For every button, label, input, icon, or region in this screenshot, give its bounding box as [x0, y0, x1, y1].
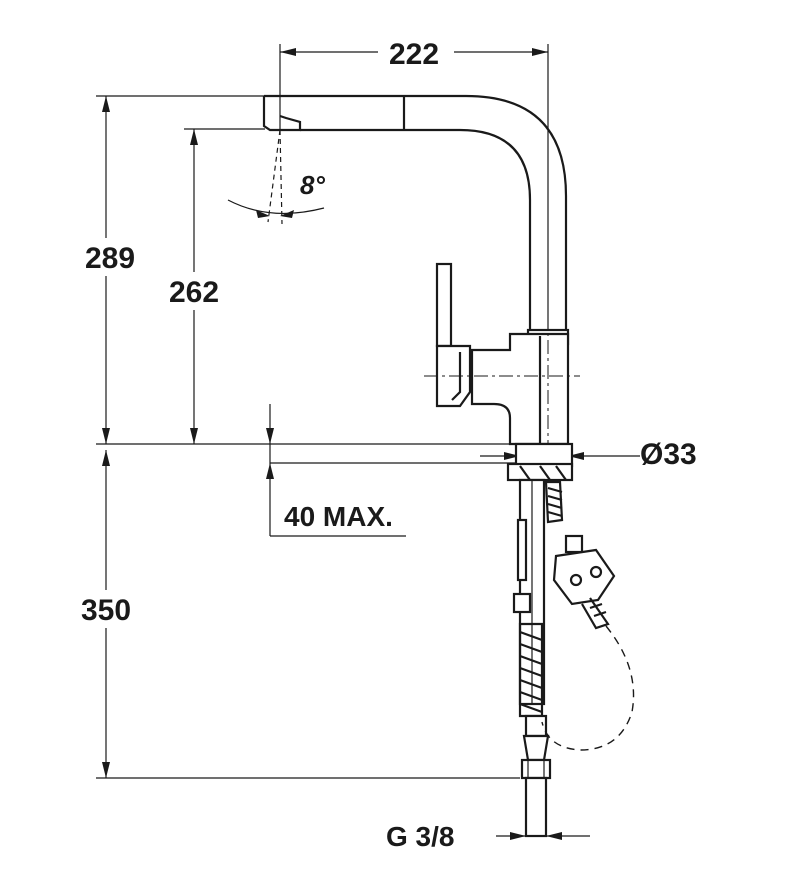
- hose-length-label: 350: [81, 594, 131, 627]
- height-289-label: 289: [85, 242, 135, 275]
- connection-thread-dimension: G 3/8: [386, 821, 590, 852]
- swivel-angle-label: 8°: [300, 170, 325, 200]
- reach-label: 222: [389, 38, 439, 71]
- deck-thickness-label: 40 MAX.: [284, 501, 393, 532]
- mounting-nut: [506, 442, 574, 482]
- height-289-dimension: 289: [78, 95, 270, 444]
- hose-loop-dashed: [541, 625, 635, 751]
- faucet-body: [262, 94, 570, 446]
- height-262-label: 262: [169, 276, 219, 309]
- hole-diameter-dimension: Ø33: [480, 438, 697, 471]
- deck-thickness-dimension: 40 MAX.: [266, 404, 406, 537]
- hose-length-dimension: 350: [74, 450, 520, 779]
- swivel-angle: 8°: [227, 129, 325, 225]
- threaded-shank: [512, 478, 546, 706]
- counterweight: [552, 534, 616, 630]
- flexible-hose: [518, 480, 564, 838]
- reach-dimension: 222: [279, 30, 549, 335]
- height-262-dimension: 262: [160, 128, 265, 444]
- connection-thread-label: G 3/8: [386, 821, 454, 852]
- deck-lines: [96, 443, 520, 464]
- centre-lines: [424, 140, 580, 470]
- hole-diameter-label: Ø33: [640, 438, 697, 471]
